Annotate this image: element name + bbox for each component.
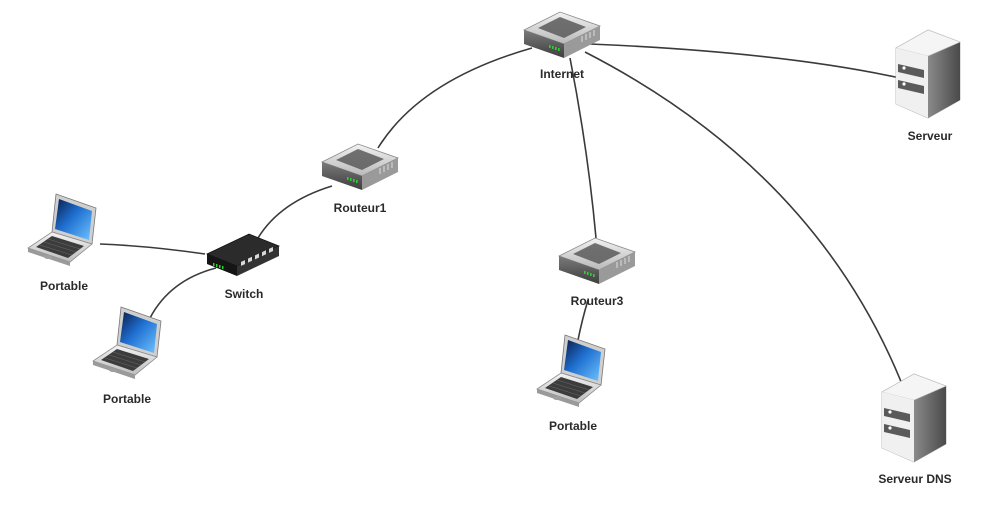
links [99, 43, 903, 385]
link-internet-serveur [589, 43, 901, 79]
link-internet-routeur1 [377, 47, 533, 149]
link-routeur1-switch [257, 185, 333, 239]
node-label: Switch [225, 287, 264, 301]
node-routeur3[interactable]: Routeur3 [558, 237, 636, 308]
node-label: Serveur DNS [878, 472, 951, 486]
switch-icon [206, 233, 280, 277]
node-portable3[interactable]: Portable [536, 334, 606, 433]
node-label: Portable [549, 419, 597, 433]
router-icon [523, 11, 601, 59]
node-label: Routeur1 [334, 201, 387, 215]
link-routeur3-portable3 [577, 299, 589, 341]
node-portable2[interactable]: Portable [92, 306, 162, 406]
laptop-icon [536, 334, 606, 408]
node-label: Internet [540, 67, 584, 81]
server-icon [881, 373, 947, 463]
node-switch[interactable]: Switch [206, 233, 280, 301]
node-serveur[interactable]: Serveur [895, 29, 961, 143]
link-switch-portable1 [99, 243, 206, 255]
node-label: Serveur [908, 129, 953, 143]
node-serveur-dns[interactable]: Serveur DNS [878, 373, 952, 486]
link-switch-portable2 [149, 267, 217, 319]
node-label: Portable [103, 392, 151, 406]
node-label: Portable [40, 279, 88, 293]
node-routeur1[interactable]: Routeur1 [321, 143, 399, 215]
laptop-icon [92, 306, 162, 380]
node-portable1[interactable]: Portable [27, 193, 97, 293]
link-internet-routeur3 [569, 57, 597, 239]
router-icon [321, 143, 399, 191]
link-internet-serveur-dns [584, 51, 903, 385]
node-internet[interactable]: Internet [523, 11, 601, 81]
server-icon [895, 29, 961, 119]
router-icon [558, 237, 636, 285]
node-label: Routeur3 [571, 294, 624, 308]
laptop-icon [27, 193, 97, 267]
